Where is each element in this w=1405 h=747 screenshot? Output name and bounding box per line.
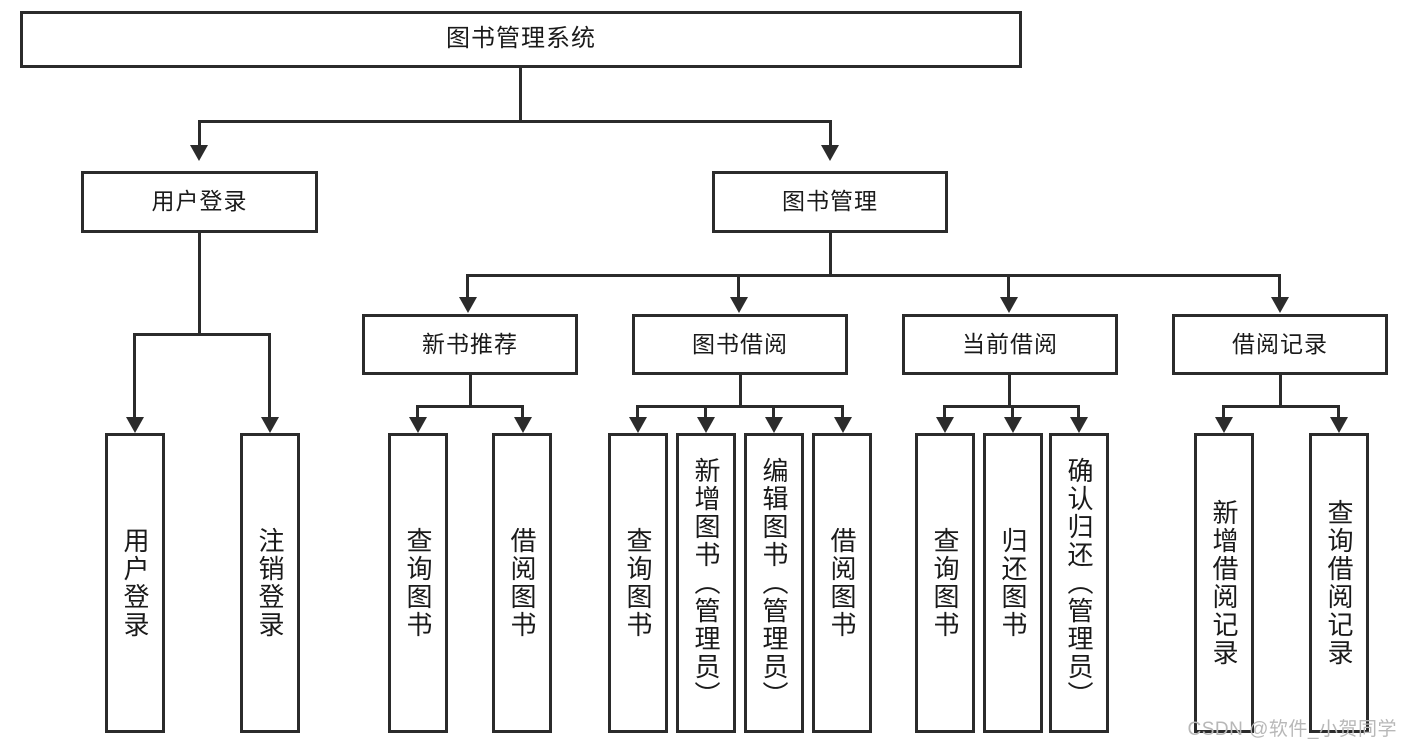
node-label: 新书推荐 <box>422 330 518 357</box>
arrowhead-cb-leaf-1 <box>936 417 954 433</box>
arrowhead-br-leaf-1 <box>1215 417 1233 433</box>
connector-bb-stem <box>739 375 742 405</box>
leaf-user-login-login[interactable]: 用户登录 <box>105 433 165 733</box>
leaf-bb-borrow-book[interactable]: 借阅图书 <box>812 433 872 733</box>
node-label: 借阅图书 <box>507 527 538 639</box>
connector-root-rail <box>198 120 832 123</box>
connector-cb-drop-3 <box>1077 405 1080 417</box>
connector-root-drop-left <box>198 120 201 145</box>
connector-bb-drop-1 <box>636 405 639 417</box>
connector-cb-drop-2 <box>1011 405 1014 417</box>
node-borrow-record[interactable]: 借阅记录 <box>1172 314 1388 375</box>
connector-br-drop-2 <box>1337 405 1340 417</box>
leaf-bb-edit-book-admin[interactable]: 编辑图书（管理员） <box>744 433 804 733</box>
node-label: 用户登录 <box>120 527 151 639</box>
connector-user-login-stem <box>198 233 201 333</box>
arrowhead-nbr-leaf-2 <box>514 417 532 433</box>
arrowhead-to-new-book-recommend <box>459 297 477 313</box>
connector-bb-drop-3 <box>772 405 775 417</box>
arrowhead-to-book-borrow <box>730 297 748 313</box>
connector-bb-drop-4 <box>841 405 844 417</box>
arrowhead-bb-leaf-4 <box>834 417 852 433</box>
leaf-cb-return-book[interactable]: 归还图书 <box>983 433 1043 733</box>
connector-bm-drop-4 <box>1278 274 1281 297</box>
node-label: 确认归还（管理员） <box>1064 457 1095 709</box>
node-label: 查询借阅记录 <box>1324 499 1355 667</box>
connector-nbr-drop-2 <box>521 405 524 417</box>
connector-bm-drop-3 <box>1007 274 1010 297</box>
connector-bb-rail <box>636 405 844 408</box>
connector-root-stem <box>519 68 522 120</box>
connector-book-management-rail <box>466 274 1281 277</box>
node-label: 注销登录 <box>255 527 286 639</box>
connector-bb-drop-2 <box>704 405 707 417</box>
connector-user-login-rail <box>133 333 270 336</box>
connector-br-stem <box>1279 375 1282 405</box>
leaf-br-add-record[interactable]: 新增借阅记录 <box>1194 433 1254 733</box>
node-user-login[interactable]: 用户登录 <box>81 171 318 233</box>
arrowhead-bb-leaf-2 <box>697 417 715 433</box>
connector-book-management-stem <box>829 233 832 274</box>
leaf-cb-confirm-return-admin[interactable]: 确认归还（管理员） <box>1049 433 1109 733</box>
connector-root-drop-right <box>829 120 832 145</box>
node-label: 当前借阅 <box>962 330 1058 357</box>
node-label: 图书管理系统 <box>446 25 596 53</box>
node-label: 新增图书（管理员） <box>691 457 722 709</box>
arrowhead-user-login-leaf-1 <box>126 417 144 433</box>
node-label: 查询图书 <box>403 527 434 639</box>
arrowhead-user-login-leaf-2 <box>261 417 279 433</box>
connector-nbr-drop-1 <box>416 405 419 417</box>
node-label: 图书借阅 <box>692 330 788 357</box>
arrowhead-br-leaf-2 <box>1330 417 1348 433</box>
connector-bm-drop-1 <box>466 274 469 297</box>
arrowhead-to-user-login <box>190 145 208 161</box>
connector-user-login-drop-1 <box>133 333 136 417</box>
node-label: 新增借阅记录 <box>1209 499 1240 667</box>
node-label: 查询图书 <box>623 527 654 639</box>
connector-br-rail <box>1222 405 1340 408</box>
arrowhead-bb-leaf-1 <box>629 417 647 433</box>
arrowhead-to-borrow-record <box>1271 297 1289 313</box>
connector-nbr-rail <box>416 405 524 408</box>
arrowhead-to-book-management <box>821 145 839 161</box>
leaf-bb-add-book-admin[interactable]: 新增图书（管理员） <box>676 433 736 733</box>
node-book-management[interactable]: 图书管理 <box>712 171 948 233</box>
connector-cb-stem <box>1008 375 1011 405</box>
connector-cb-drop-1 <box>943 405 946 417</box>
arrowhead-nbr-leaf-1 <box>409 417 427 433</box>
node-label: 编辑图书（管理员） <box>759 457 790 709</box>
leaf-nbr-query-book[interactable]: 查询图书 <box>388 433 448 733</box>
node-label: 用户登录 <box>151 188 248 215</box>
arrowhead-cb-leaf-3 <box>1070 417 1088 433</box>
leaf-br-query-record[interactable]: 查询借阅记录 <box>1309 433 1369 733</box>
connector-user-login-drop-2 <box>268 333 271 417</box>
leaf-nbr-borrow-book[interactable]: 借阅图书 <box>492 433 552 733</box>
node-current-borrow[interactable]: 当前借阅 <box>902 314 1118 375</box>
connector-bm-drop-2 <box>737 274 740 297</box>
node-label: 查询图书 <box>930 527 961 639</box>
node-book-borrow[interactable]: 图书借阅 <box>632 314 848 375</box>
node-label: 图书管理 <box>782 188 878 215</box>
node-label: 借阅图书 <box>827 527 858 639</box>
leaf-bb-query-book[interactable]: 查询图书 <box>608 433 668 733</box>
connector-nbr-stem <box>469 375 472 405</box>
node-label: 归还图书 <box>998 527 1029 639</box>
node-new-book-recommend[interactable]: 新书推荐 <box>362 314 578 375</box>
connector-br-drop-1 <box>1222 405 1225 417</box>
arrowhead-to-current-borrow <box>1000 297 1018 313</box>
leaf-cb-query-book[interactable]: 查询图书 <box>915 433 975 733</box>
arrowhead-bb-leaf-3 <box>765 417 783 433</box>
node-root-book-management-system[interactable]: 图书管理系统 <box>20 11 1022 68</box>
node-label: 借阅记录 <box>1232 330 1328 357</box>
arrowhead-cb-leaf-2 <box>1004 417 1022 433</box>
leaf-user-login-logout[interactable]: 注销登录 <box>240 433 300 733</box>
